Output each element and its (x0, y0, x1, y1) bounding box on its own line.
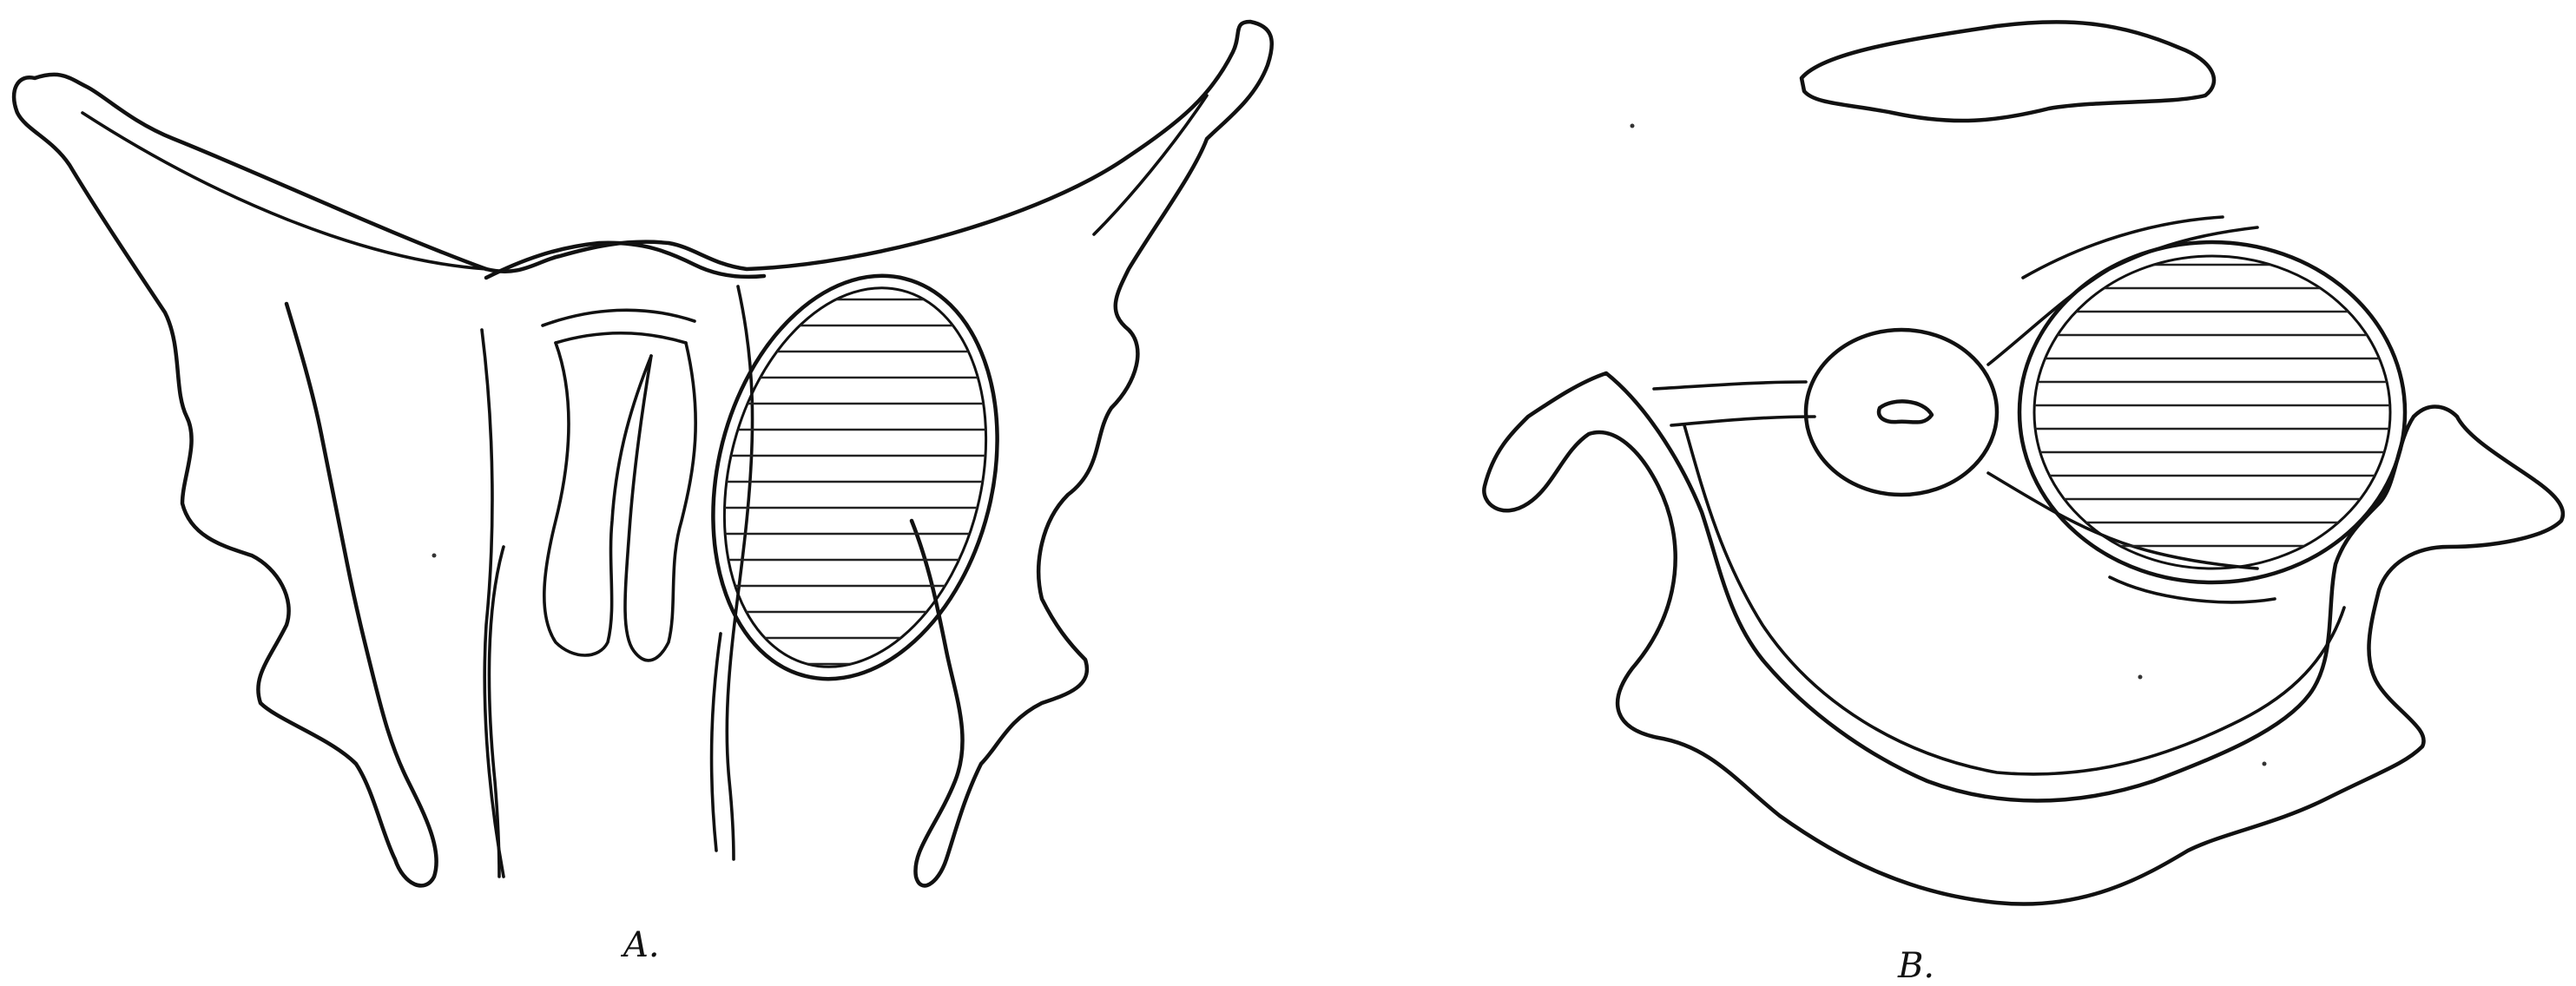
panel-a-inner-arch (543, 310, 695, 325)
panel-a-central-bump (486, 243, 764, 278)
panel-a-left-lobe (544, 343, 651, 655)
panel-b-outer-arc (2023, 217, 2223, 278)
panel-b-dot (1631, 124, 1635, 128)
panel-b-connector-lower (1988, 473, 2257, 569)
panel-b-top-shape (1802, 22, 2214, 121)
panel-b-label: B. (1898, 946, 1934, 986)
panel-a-inner-arch-lower (556, 333, 686, 343)
panel-a-right-lobe (625, 343, 695, 661)
panel-a-dot (432, 554, 437, 558)
panel-a-label: A. (623, 925, 660, 965)
panel-a-hatched-oval (673, 246, 1042, 709)
panel-b-slot (1879, 401, 1932, 422)
panel-b-small-ring (1806, 330, 1997, 495)
panel-a-drawing (14, 22, 1272, 885)
panel-a-left-wing (14, 75, 486, 886)
panel-a-bone-outline (486, 22, 1272, 885)
panel-a-upper-arch-right (1094, 95, 1207, 234)
panel-b-connector-upper (1988, 227, 2257, 365)
panel-b-dot (2263, 762, 2267, 766)
panel-b-left-arm-upper (1654, 382, 1806, 389)
panel-b-dot (2138, 675, 2143, 680)
panel-b-inner-ring (1684, 425, 2344, 774)
panel-a-stem-mid (712, 634, 721, 851)
panel-b-left-arm-lower (1671, 417, 1815, 425)
panel-b-hatched-circle (2019, 217, 2405, 602)
